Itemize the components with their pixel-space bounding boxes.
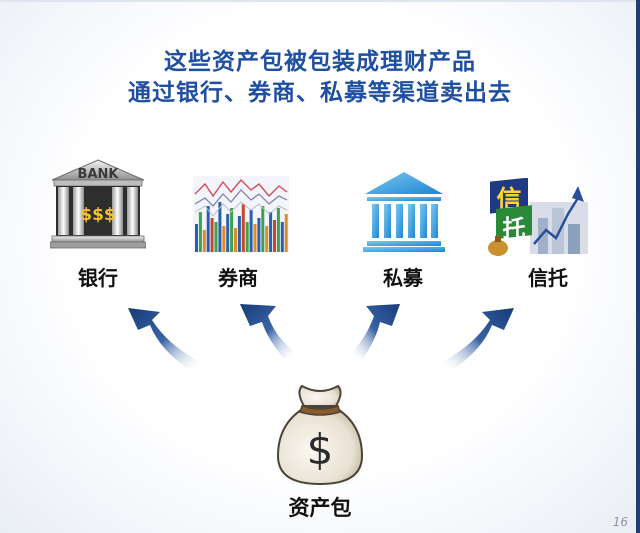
stock-icon-bar (202, 230, 206, 252)
channel-label-brokerage: 券商 (218, 266, 258, 290)
stock-icon-bar (249, 210, 253, 252)
stock-icon-bar (257, 218, 261, 252)
stock-icon-bar (206, 206, 210, 252)
trust-icon: 信 托 (488, 178, 588, 256)
right-border (636, 0, 640, 533)
stock-icon-bar (241, 204, 245, 252)
stock-icon-bar (284, 214, 288, 252)
stock-chart-icon (193, 176, 289, 252)
channel-label-bank: 银行 (78, 266, 118, 290)
asset-package-label: 资产包 (288, 496, 352, 520)
channel-label-private-fund: 私募 (383, 266, 423, 290)
stock-icon-bar (245, 222, 249, 252)
stock-icon-bar (234, 228, 237, 252)
page-number: 16 (612, 515, 628, 529)
title-line-2: 通过银行、券商、私募等渠道卖出去 (128, 80, 512, 106)
stock-icon-bar (273, 220, 276, 252)
stock-icon-bar (253, 224, 257, 252)
arrow-to-private-fund (352, 304, 400, 360)
arrow-to-bank (128, 308, 200, 370)
stock-icon-bar (269, 212, 273, 252)
arrow-to-trust (442, 308, 514, 370)
stock-icon-bar (210, 218, 214, 252)
bank-icon-dollars: $$$ (80, 205, 116, 225)
stock-icon-bar (265, 226, 269, 252)
stock-icon-bar (198, 212, 202, 252)
stock-icon-bar (230, 208, 234, 252)
arrow-to-brokerage (240, 304, 295, 360)
stock-icon-bar (218, 202, 222, 252)
channel-label-trust: 信托 (528, 266, 568, 290)
stock-icon-bar (226, 214, 230, 252)
title-line-1: 这些资产包被包装成理财产品 (164, 49, 476, 75)
stock-icon-bar (195, 224, 198, 252)
bank-icon: BANK $$$ (50, 159, 146, 249)
top-border (0, 0, 640, 2)
stock-icon-bar (214, 222, 218, 252)
money-bag-icon: $ (276, 384, 364, 486)
stock-icon-bar (222, 226, 226, 252)
bag-dollar-sign: $ (307, 425, 334, 474)
stock-icon-bar (280, 222, 284, 252)
stock-icon-bar (276, 208, 280, 252)
bank-icon-text: BANK (78, 167, 120, 182)
institution-building-icon (363, 172, 445, 252)
stock-icon-bar (261, 206, 265, 252)
trust-icon-char-2: 托 (503, 216, 526, 242)
stock-icon-bar (237, 216, 241, 252)
